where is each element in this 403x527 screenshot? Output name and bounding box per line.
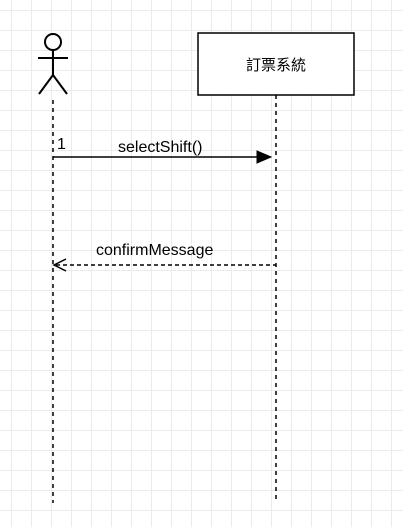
- actor-icon[interactable]: [38, 33, 68, 95]
- message-select-shift-arrow[interactable]: [53, 150, 273, 164]
- actor-left-leg: [38, 74, 54, 95]
- participant-label: 訂票系統: [245, 55, 306, 74]
- message-label-confirm: confirmMessage: [96, 242, 214, 259]
- message-confirm-arrow[interactable]: [52, 258, 276, 272]
- message-number: 1: [57, 136, 66, 153]
- message-label-select-shift: selectShift(): [118, 139, 203, 156]
- participant-box[interactable]: [197, 32, 355, 96]
- actor-right-leg: [52, 74, 68, 95]
- actor-head: [44, 33, 62, 51]
- filled-arrowhead: [256, 150, 273, 164]
- open-arrowhead: [52, 258, 67, 272]
